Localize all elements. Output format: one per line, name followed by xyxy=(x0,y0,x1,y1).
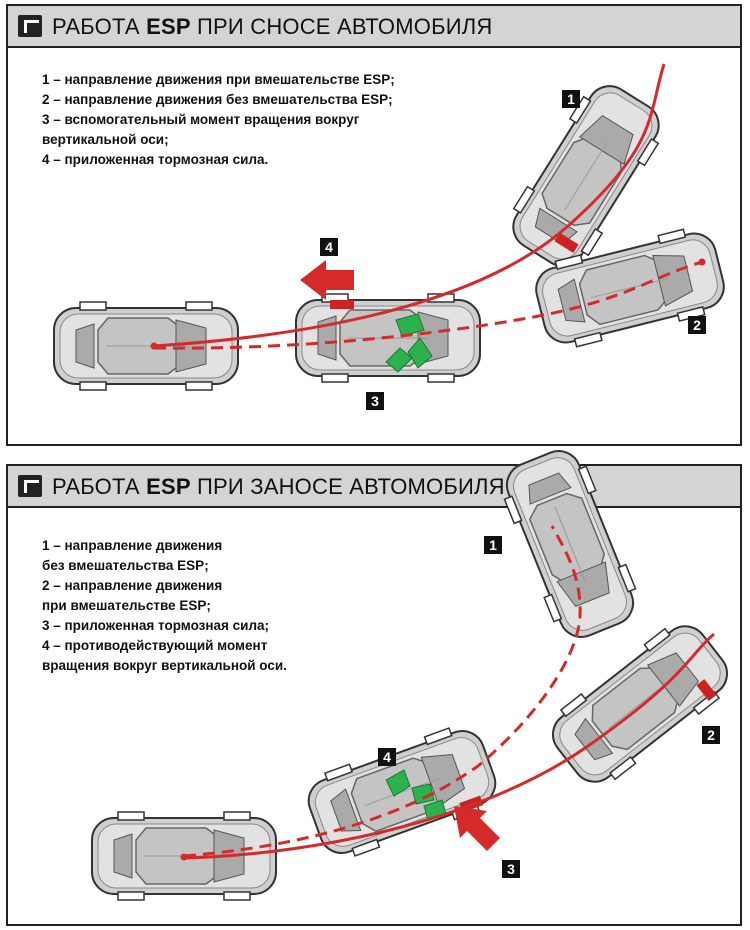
car-1 xyxy=(493,441,647,647)
legend-line: 2 – направление движения xyxy=(42,578,223,593)
path-without-esp xyxy=(183,525,582,858)
legend-line: вращения вокруг вертикальной оси. xyxy=(42,658,287,673)
legend-line: 1 – направление движения xyxy=(42,538,223,553)
svg-text:2: 2 xyxy=(693,317,701,333)
bottom-scene: 1 2 3 4 xyxy=(91,441,741,901)
panel-header: РАБОТА ESP ПРИ ЗАНОСЕ АВТОМОБИЛЯ xyxy=(8,466,740,508)
legend: 1 – направление движения без вмешательст… xyxy=(42,536,287,676)
svg-text:1: 1 xyxy=(489,537,497,553)
svg-text:2: 2 xyxy=(707,727,715,743)
svg-text:4: 4 xyxy=(383,749,391,765)
panel-skid-understeer: РАБОТА ESP ПРИ СНОСЕ АВТОМОБИЛЯ 1 – напр… xyxy=(6,4,742,446)
path-with-esp xyxy=(183,632,715,860)
document-icon xyxy=(18,475,42,497)
top-scene: 1 2 3 4 xyxy=(53,63,731,410)
marker-4: 4 xyxy=(378,748,396,766)
legend-line: 4 – приложенная тормозная сила. xyxy=(42,152,269,167)
marker-3: 3 xyxy=(502,860,520,878)
svg-text:4: 4 xyxy=(325,239,333,255)
legend-line: 4 – противодействующий момент xyxy=(42,638,268,653)
brake-indicator xyxy=(330,300,354,309)
marker-1: 1 xyxy=(484,536,502,554)
marker-3: 3 xyxy=(366,392,384,410)
panel-header: РАБОТА ESP ПРИ СНОСЕ АВТОМОБИЛЯ xyxy=(8,6,740,48)
brake-force-arrow xyxy=(454,806,500,851)
legend-line: 3 – вспомогательный момент вращения вокр… xyxy=(42,112,360,127)
marker-2: 2 xyxy=(702,726,720,744)
legend-line: вертикальной оси; xyxy=(42,132,169,147)
panel-skid-oversteer: РАБОТА ESP ПРИ ЗАНОСЕ АВТОМОБИЛЯ 1 – нап… xyxy=(6,441,742,926)
brake-indicator xyxy=(554,232,579,253)
car-2 xyxy=(539,611,741,797)
svg-text:3: 3 xyxy=(371,393,379,409)
panel-title: РАБОТА ESP ПРИ СНОСЕ АВТОМОБИЛЯ xyxy=(52,14,493,39)
legend-line: без вмешательства ESP; xyxy=(42,558,209,573)
marker-4: 4 xyxy=(320,238,338,256)
marker-1: 1 xyxy=(562,90,580,108)
path-without-esp xyxy=(153,260,703,350)
brake-force-arrow xyxy=(300,260,354,300)
legend-line: 3 – приложенная тормозная сила; xyxy=(42,618,270,633)
legend-line: 1 – направление движения при вмешательст… xyxy=(42,72,395,87)
car-start xyxy=(53,301,239,391)
car-1 xyxy=(498,73,674,279)
svg-text:3: 3 xyxy=(507,861,515,877)
rotation-moment xyxy=(385,313,433,373)
path-with-esp xyxy=(153,63,666,348)
svg-text:1: 1 xyxy=(567,91,575,107)
brake-indicator xyxy=(696,679,717,702)
marker-2: 2 xyxy=(688,316,706,334)
car-mid xyxy=(295,293,481,383)
panel-title: РАБОТА ESP ПРИ ЗАНОСЕ АВТОМОБИЛЯ xyxy=(52,474,505,499)
legend-line: при вмешательстве ESP; xyxy=(42,598,211,613)
legend: 1 – направление движения при вмешательст… xyxy=(42,70,395,170)
legend-line: 2 – направление движения без вмешательст… xyxy=(42,92,393,107)
document-icon xyxy=(18,15,42,37)
